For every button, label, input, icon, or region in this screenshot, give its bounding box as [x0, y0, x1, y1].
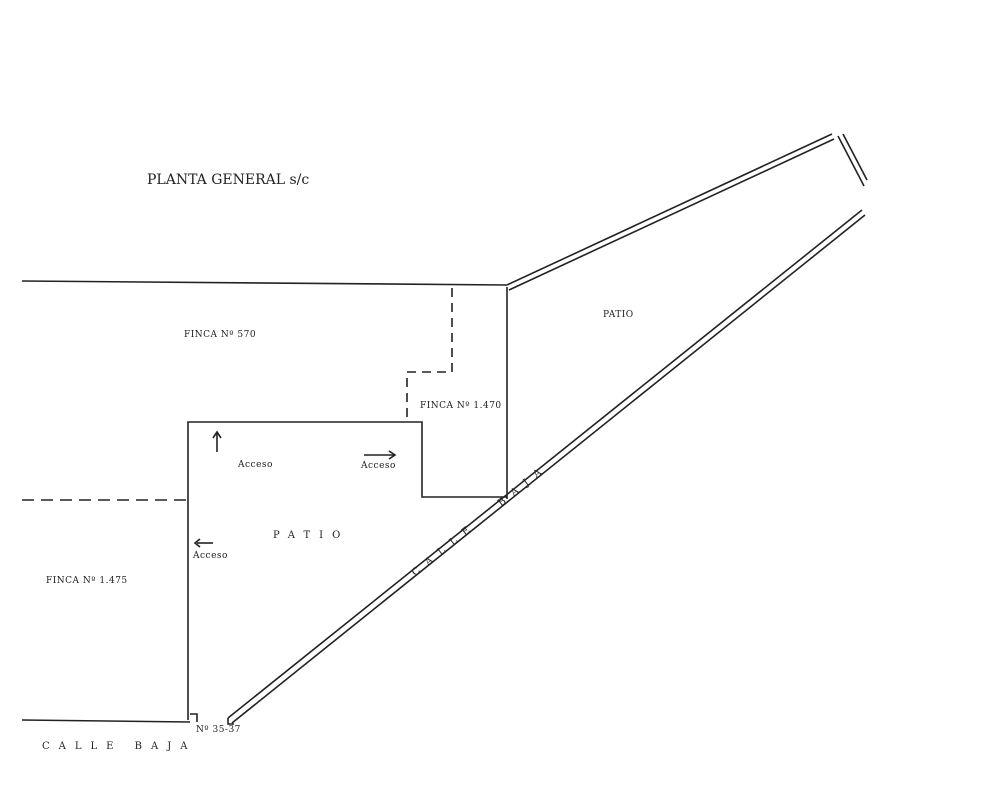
label-acceso-3: Acceso: [193, 551, 228, 561]
upper-diagonal-inner: [508, 138, 835, 291]
label-acceso-2: Acceso: [361, 461, 396, 471]
label-finca-1470: FINCA Nº 1.470: [420, 401, 502, 411]
door-left: [190, 713, 198, 722]
right-edge-2: [842, 133, 868, 181]
label-calle-bottom: CALLE BAJA: [42, 741, 197, 752]
right-edge-1: [837, 135, 865, 187]
drawing-title: PLANTA GENERAL s/c: [147, 172, 310, 188]
door-right: [227, 718, 234, 725]
street-diagonal-outer: [227, 209, 863, 719]
label-street-number: Nº 35-37: [196, 725, 241, 735]
label-patio-upper: PATIO: [603, 310, 634, 320]
street-diagonal-inner: [231, 214, 866, 724]
label-finca-570: FINCA Nº 570: [184, 330, 257, 340]
label-patio-main: PATIO: [273, 530, 350, 541]
label-acceso-1: Acceso: [238, 460, 273, 470]
patio-outline: [187, 421, 507, 720]
top-boundary: [21, 280, 508, 286]
upper-diagonal-outer: [506, 133, 833, 286]
label-finca-1475: FINCA Nº 1.475: [46, 576, 128, 586]
bottom-boundary: [21, 719, 191, 723]
dashed-boundary: [406, 288, 453, 422]
